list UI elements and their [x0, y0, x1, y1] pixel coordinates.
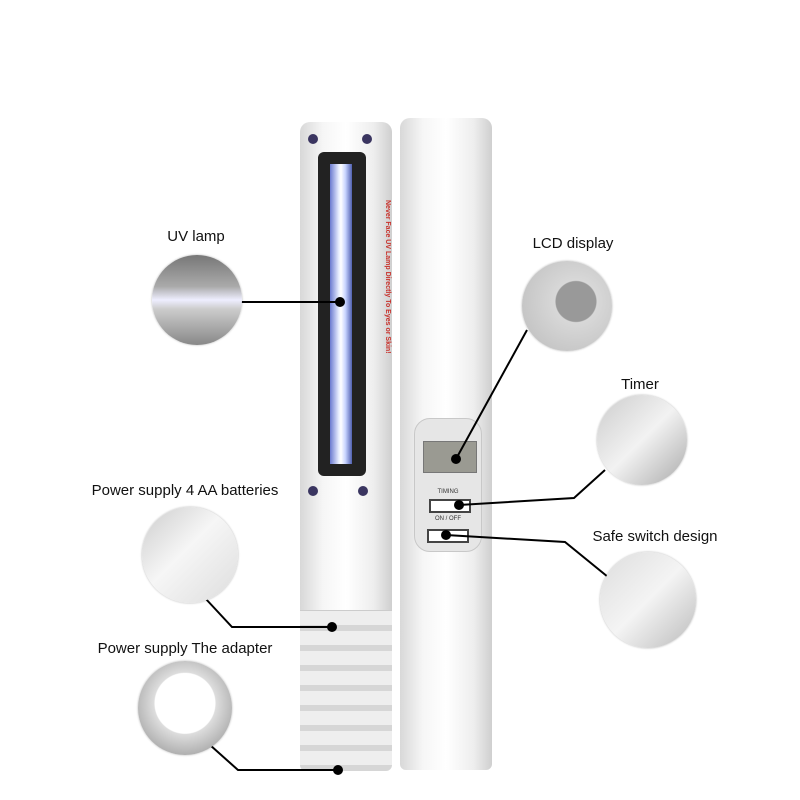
screw-icon — [308, 486, 318, 496]
dot-adapter — [333, 765, 343, 775]
screw-icon — [362, 134, 372, 144]
dot-lcd — [451, 454, 461, 464]
leader-lcd — [455, 329, 528, 460]
detail-batteries — [142, 507, 238, 603]
control-panel: TIMING ON / OFF — [414, 418, 482, 552]
uv-lamp-tube — [330, 164, 352, 464]
screw-icon — [308, 134, 318, 144]
detail-adapter — [138, 661, 232, 755]
screw-icon — [358, 486, 368, 496]
leader-adapter — [209, 744, 338, 771]
dot-timer — [454, 500, 464, 510]
dot-uv-lamp — [335, 297, 345, 307]
battery-cover — [300, 610, 392, 771]
warning-text: Never Face UV Lamp Directly To Eyes or S… — [384, 200, 391, 354]
label-adapter: Power supply The adapter — [97, 640, 273, 657]
device-back-uv-side — [300, 122, 392, 771]
detail-switch — [600, 552, 696, 648]
leader-batteries — [204, 597, 332, 628]
label-uv-lamp: UV lamp — [167, 228, 225, 245]
timing-label: TIMING — [437, 489, 459, 495]
detail-uv-lamp — [152, 255, 242, 345]
leader-switch — [445, 534, 609, 578]
dot-switch — [441, 530, 451, 540]
device-front-control-side: TIMING ON / OFF — [400, 118, 492, 770]
label-batteries: Power supply 4 AA batteries — [91, 482, 279, 499]
detail-lcd — [522, 261, 612, 351]
label-timer: Timer — [621, 376, 659, 393]
dot-batteries — [327, 622, 337, 632]
onoff-label: ON / OFF — [435, 516, 461, 522]
leader-timer — [458, 469, 606, 506]
detail-timer — [597, 395, 687, 485]
label-safe-switch: Safe switch design — [592, 528, 718, 545]
uv-lamp-window — [318, 152, 366, 476]
lcd-screen — [423, 441, 477, 473]
label-lcd-display: LCD display — [532, 235, 614, 252]
